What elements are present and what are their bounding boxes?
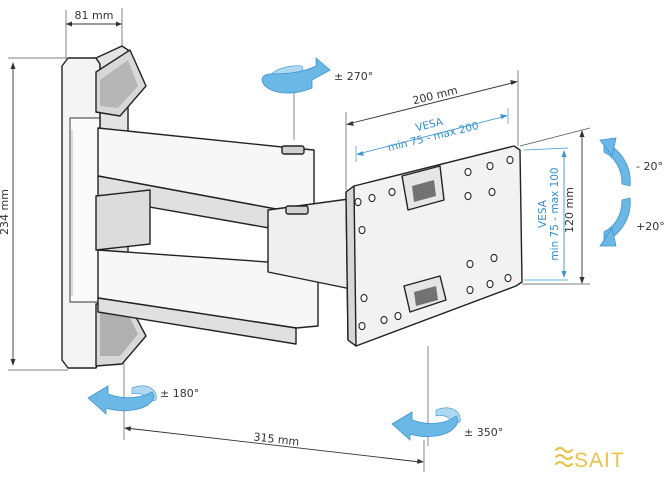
vesa-hole	[488, 187, 496, 197]
vesa-hole	[368, 193, 376, 203]
vesa-hole	[490, 253, 498, 263]
dimension-label-reach: 315 mm	[253, 430, 300, 448]
dimension-label-plate-width: 200 mm	[411, 84, 459, 108]
logo-wave-icon	[554, 446, 574, 468]
vesa-hole	[360, 293, 368, 303]
vesa-hole	[354, 197, 362, 207]
rotation-label-bottom-left: ± 180°	[160, 387, 199, 400]
dimension-plate-height: 120 mm	[519, 127, 591, 285]
vesa-hole	[358, 225, 366, 235]
vesa-vertical-range: min 75 - max 100	[549, 167, 561, 260]
vesa-vertical-title: VESA	[537, 199, 549, 228]
tilt-arrow-down-icon: +20°	[599, 197, 665, 247]
dimension-reach: 315 mm	[123, 410, 425, 472]
vesa-hole	[466, 259, 474, 269]
rotation-label-bottom-right: ± 350°	[464, 426, 503, 439]
dimension-label-plate-height: 120 mm	[563, 187, 576, 233]
vesa-hole	[464, 191, 472, 201]
tilt-label-down: +20°	[636, 220, 665, 233]
swing-arms	[95, 127, 357, 345]
sait-logo: SAIT	[554, 446, 625, 472]
rotation-label-top: ± 270°	[334, 70, 373, 83]
vesa-hole	[504, 273, 512, 283]
dimension-top-depth: 81 mm	[65, 8, 123, 58]
tilt-arrow-up-icon: - 20°	[599, 137, 663, 187]
tilt-label-up: - 20°	[636, 160, 663, 173]
dimension-label-height: 234 mm	[0, 189, 11, 235]
rotate-arrow-bottom-left-icon: ± 180°	[87, 385, 199, 415]
dimension-height: 234 mm	[0, 57, 68, 371]
dimension-label-top-depth: 81 mm	[75, 9, 114, 22]
vesa-vertical: VESA min 75 - max 100	[523, 147, 569, 281]
vesa-hole	[466, 285, 474, 295]
rotate-arrow-top-icon: ± 270°	[261, 57, 373, 94]
vesa-hole	[358, 321, 366, 331]
vesa-hole	[506, 155, 514, 165]
logo-text: SAIT	[574, 449, 625, 472]
vesa-hole	[388, 187, 396, 197]
vesa-hole	[464, 167, 472, 177]
vesa-hole	[486, 161, 494, 171]
vesa-plate	[345, 145, 523, 347]
vesa-hole	[394, 311, 402, 321]
rotate-arrow-bottom-right-icon: ± 350°	[391, 407, 503, 441]
vesa-hole	[380, 315, 388, 325]
vesa-hole	[486, 279, 494, 289]
